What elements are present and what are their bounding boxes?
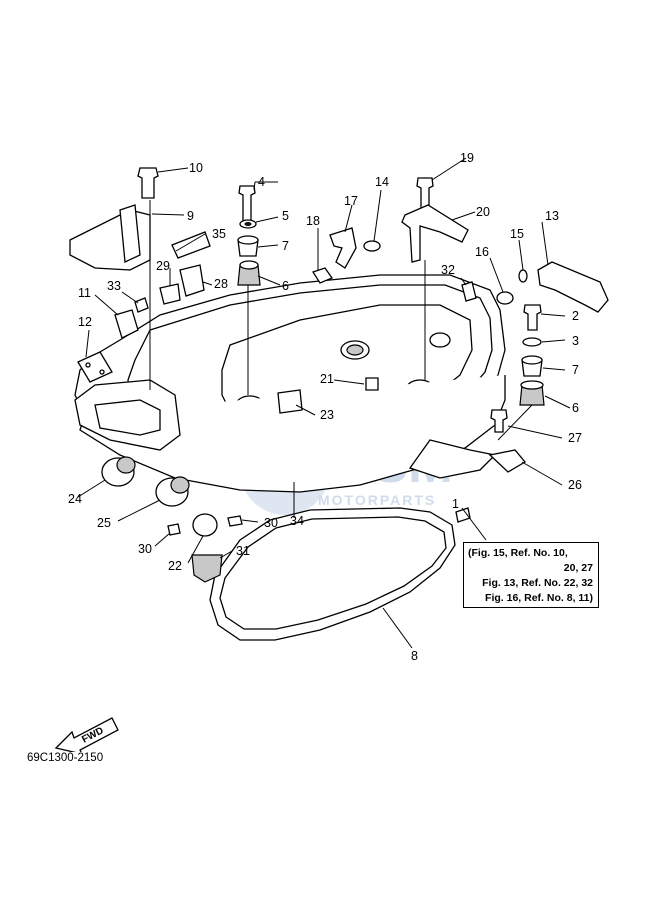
callout-24: 24 <box>68 492 82 506</box>
callout-10: 10 <box>189 161 203 175</box>
callout-35: 35 <box>212 227 226 241</box>
callout-20: 20 <box>476 205 490 219</box>
callout-28: 28 <box>214 277 228 291</box>
callout-16: 16 <box>475 245 489 259</box>
callout-27: 27 <box>568 431 582 445</box>
callout-18: 18 <box>306 214 320 228</box>
callout-30: 30 <box>264 516 278 530</box>
gasket-8 <box>209 507 456 641</box>
callout-30: 30 <box>138 542 152 556</box>
callout-7: 7 <box>572 363 579 377</box>
callout-3: 3 <box>572 334 579 348</box>
leader-lines <box>77 157 571 649</box>
note-line-1: (Fig. 15, Ref. No. 10, <box>468 547 568 559</box>
callout-32: 32 <box>441 263 455 277</box>
callout-23: 23 <box>320 408 334 422</box>
callout-5: 5 <box>282 209 289 223</box>
callout-17: 17 <box>344 194 358 208</box>
callout-11: 11 <box>78 286 91 300</box>
reference-note-box: (Fig. 15, Ref. No. 10, 20, 27 Fig. 13, R… <box>463 542 599 608</box>
callout-14: 14 <box>375 175 389 189</box>
callout-21: 21 <box>320 372 334 386</box>
callout-6: 6 <box>572 401 579 415</box>
callout-19: 19 <box>460 151 474 165</box>
callout-2: 2 <box>572 309 579 323</box>
callout-4: 4 <box>258 175 265 189</box>
callout-31: 31 <box>236 544 250 558</box>
callout-34: 34 <box>290 514 304 528</box>
callout-26: 26 <box>568 478 582 492</box>
callout-6: 6 <box>282 279 289 293</box>
callout-8: 8 <box>411 649 418 663</box>
callout-1: 1 <box>452 497 459 511</box>
callout-12: 12 <box>78 315 92 329</box>
callout-22: 22 <box>168 559 182 573</box>
fwd-arrow: FWD <box>54 717 119 752</box>
watermark-sub: MOTORPARTS <box>318 492 436 508</box>
diagram-code: 69C1300-2150 <box>27 752 104 764</box>
callout-33: 33 <box>107 279 121 293</box>
callout-9: 9 <box>187 209 194 223</box>
callout-numbers: 1234566778910111213141516171819202122232… <box>68 151 582 663</box>
note-line-2: 20, 27 <box>563 562 593 574</box>
small-parts <box>69 167 609 583</box>
callout-15: 15 <box>510 227 524 241</box>
note-line-3: Fig. 13, Ref. No. 22, 32 <box>482 577 593 589</box>
callout-13: 13 <box>545 209 559 223</box>
note-line-4: Fig. 16, Ref. No. 8, 11) <box>485 592 593 604</box>
callout-29: 29 <box>156 259 170 273</box>
callout-25: 25 <box>97 516 111 530</box>
callout-7: 7 <box>282 239 289 253</box>
